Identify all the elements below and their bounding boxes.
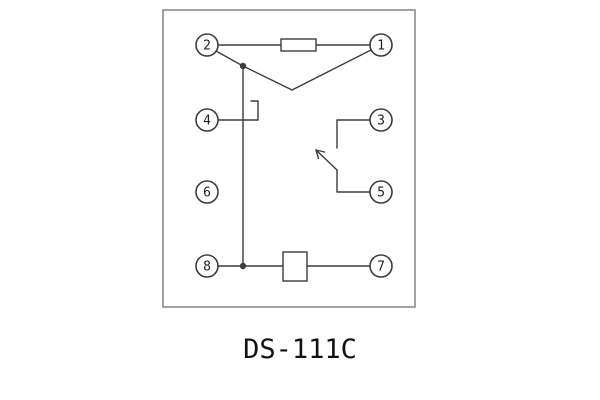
wire-terminal4-contact [217,100,259,121]
terminal-5-circle [369,180,393,204]
schematic-frame [162,9,416,308]
coil-symbol [282,251,308,282]
terminal-6-label: 6 [203,186,211,201]
terminal-6-circle [195,180,219,204]
arrow-barb-icon [315,149,320,160]
terminal-4-label: 4 [203,114,211,129]
terminal-7-circle [369,254,393,278]
terminal-5-label: 5 [377,186,385,201]
terminal-2-circle [195,33,219,57]
wire-blade-terminal1 [291,49,372,91]
contact-blade-main [242,65,293,91]
terminal-2-label: 2 [203,39,211,54]
wire-contact-terminal5 [336,169,371,193]
wire-terminal3-contact [336,119,371,149]
terminal-7-label: 7 [377,260,385,275]
terminal-8-circle [195,254,219,278]
terminal-4-circle [195,108,219,132]
resistor-symbol [280,38,317,52]
terminal-3-label: 3 [377,114,385,129]
terminal-8-label: 8 [203,260,211,275]
terminal-1-circle [369,33,393,57]
terminal-1-label: 1 [377,39,385,54]
figure-title: DS-111C [243,334,357,365]
wire-terminal2-junction [215,50,244,67]
terminal-3-circle [369,108,393,132]
contact-blade-aux [315,149,338,171]
arrow-barb-icon [315,149,326,153]
